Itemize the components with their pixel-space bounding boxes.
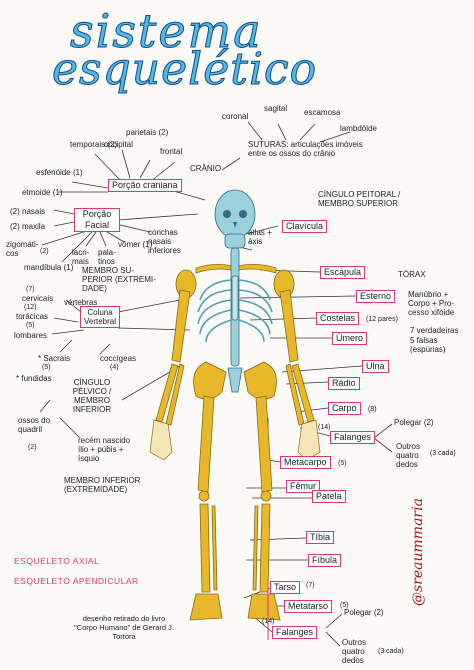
hand-falanges-box: Falanges bbox=[330, 431, 376, 444]
torax-label: TÓRAX bbox=[398, 270, 426, 279]
credit-text: desenho retirado do livro "Corpo Humano"… bbox=[74, 614, 174, 641]
title-line2: esquelético bbox=[51, 44, 318, 96]
metatarso-box: Metatarso bbox=[284, 600, 333, 613]
esterno-box: Esterno bbox=[356, 290, 396, 303]
occipital-label: occipital bbox=[104, 140, 133, 149]
conchas-label: conchas nasais inferiores bbox=[148, 228, 181, 255]
lombares-label: lombares bbox=[14, 331, 47, 340]
frontal-label: frontal bbox=[160, 147, 183, 156]
cervicais-count: (7) bbox=[26, 286, 35, 293]
atlas-axis-label: atlas + áxis bbox=[248, 228, 272, 246]
hand-outros-count: (3 cada) bbox=[430, 450, 456, 457]
pectoral-girdle-label: CÍNGULO PEITORAL / MEMBRO SUPERIOR bbox=[318, 190, 401, 208]
escapula-box: Escápula bbox=[320, 266, 366, 279]
tibia-box: Tíbia bbox=[306, 531, 335, 544]
facial-region-box: Porção Facial bbox=[74, 208, 120, 232]
metacarpo-box: Metacarpo bbox=[280, 456, 331, 469]
metatarso-count: (5) bbox=[340, 602, 349, 609]
nasais-label: (2) nasais bbox=[10, 207, 46, 216]
esfenoide-label: esfenóide (1) bbox=[36, 168, 83, 177]
costelas-pares-label: (12 pares) bbox=[366, 316, 398, 323]
coluna-box: Coluna Vertebral bbox=[80, 306, 120, 328]
carpo-count: (8) bbox=[368, 406, 377, 413]
cervicais-label: cervicais bbox=[22, 294, 54, 303]
escamosa-label: escamosa bbox=[304, 108, 341, 117]
cranio-label: CRÂNIO bbox=[190, 164, 222, 173]
legend-apendicular: ESQUELETO APENDICULAR bbox=[14, 576, 139, 586]
vomer-label: vômer (1) bbox=[118, 240, 153, 249]
clavicula-box: Clavícula bbox=[282, 220, 328, 233]
femur-box: Fêmur bbox=[286, 480, 321, 493]
toracicas-count: (12) bbox=[24, 304, 37, 311]
lacrimais-label: lacri-mais bbox=[72, 248, 90, 266]
pelvic-girdle-label: CÍNGULO PÉLVICO / MEMBRO INFERIOR bbox=[72, 378, 112, 414]
hand-falanges-count: (14) bbox=[318, 424, 331, 431]
carpo-box: Carpo bbox=[328, 402, 361, 415]
signature-mark: @sreaummaria bbox=[408, 488, 428, 608]
umero-box: Úmero bbox=[332, 332, 368, 345]
foot-outros-label: Outros quatro dedos bbox=[342, 638, 367, 665]
metacarpo-count: (5) bbox=[338, 460, 347, 467]
fibula-box: Fíbula bbox=[308, 554, 342, 567]
vertebras-label: vértebras bbox=[64, 298, 98, 307]
toracicas-label: torácicas bbox=[16, 312, 49, 321]
sagital-label: sagital bbox=[264, 104, 288, 113]
patela-box: Patela bbox=[312, 490, 346, 503]
suturas-label: SUTURAS: articulações imóveis entre os o… bbox=[248, 140, 363, 158]
falsas-label: 5 falsas (espúrias) bbox=[410, 336, 446, 354]
temporais-label: temporais (2) bbox=[70, 140, 118, 149]
zigomaticos-count: (2) bbox=[40, 248, 49, 255]
title-line1: sistema bbox=[70, 4, 263, 59]
sacrais-count: (5) bbox=[42, 364, 51, 371]
tarso-count: (7) bbox=[306, 582, 315, 589]
coccigeas-label: coccígeas bbox=[100, 354, 137, 363]
sacrais-label: * Sacrais bbox=[38, 354, 71, 363]
hand-outros-label: Outros quatro dedos bbox=[396, 442, 421, 469]
zigomaticos-label: zigomáti-cos bbox=[6, 240, 39, 258]
fundidas-label: * fundidas bbox=[16, 374, 52, 383]
maxila-label: (2) maxila bbox=[10, 222, 46, 231]
radio-box: Rádio bbox=[328, 377, 360, 390]
foot-falanges-count: (14) bbox=[262, 618, 275, 625]
signature-text: @sreaummaria bbox=[410, 498, 426, 606]
recem-nascido-label: recém nascido ílio + púbis + ísquio bbox=[78, 436, 131, 463]
lombares-count: (5) bbox=[26, 322, 35, 329]
etmoide-label: etmoide (1) bbox=[22, 188, 63, 197]
coccigeas-count: (4) bbox=[110, 364, 119, 371]
legend-axial: ESQUELETO AXIAL bbox=[14, 556, 100, 566]
foot-polegar-label: Polegar (2) bbox=[344, 608, 384, 617]
hand-polegar-label: Polegar (2) bbox=[394, 418, 434, 427]
tarso-box: Tarso bbox=[270, 581, 301, 594]
coronal-label: coronal bbox=[222, 112, 249, 121]
palatinos-label: pala-tinos bbox=[98, 248, 116, 266]
quadril-label: ossos do quadril bbox=[18, 416, 51, 434]
lower-limb-label: MEMBRO INFERIOR (EXTREMIDADE) bbox=[64, 476, 141, 494]
costelas-box: Costelas bbox=[316, 312, 360, 325]
mandibula-label: mandíbula (1) bbox=[24, 263, 74, 272]
foot-falanges-box: Falanges bbox=[272, 626, 318, 639]
lambdoide-label: lambdóide bbox=[340, 124, 377, 133]
ulna-box: Ulna bbox=[362, 360, 389, 373]
parietais-label: parietais (2) bbox=[126, 128, 169, 137]
esterno-parts-label: Manúbrio + Corpo + Pro- cesso xifóide bbox=[408, 290, 455, 317]
quadril-count: (2) bbox=[28, 444, 37, 451]
cranial-region-box: Porção craniana bbox=[108, 179, 182, 192]
foot-outros-count: (3 cada) bbox=[378, 648, 404, 655]
upper-limb-label: MEMBRO SU- PERIOR (EXTREMI- DADE) bbox=[82, 266, 156, 293]
verdadeiras-label: 7 verdadeiras bbox=[410, 326, 459, 335]
